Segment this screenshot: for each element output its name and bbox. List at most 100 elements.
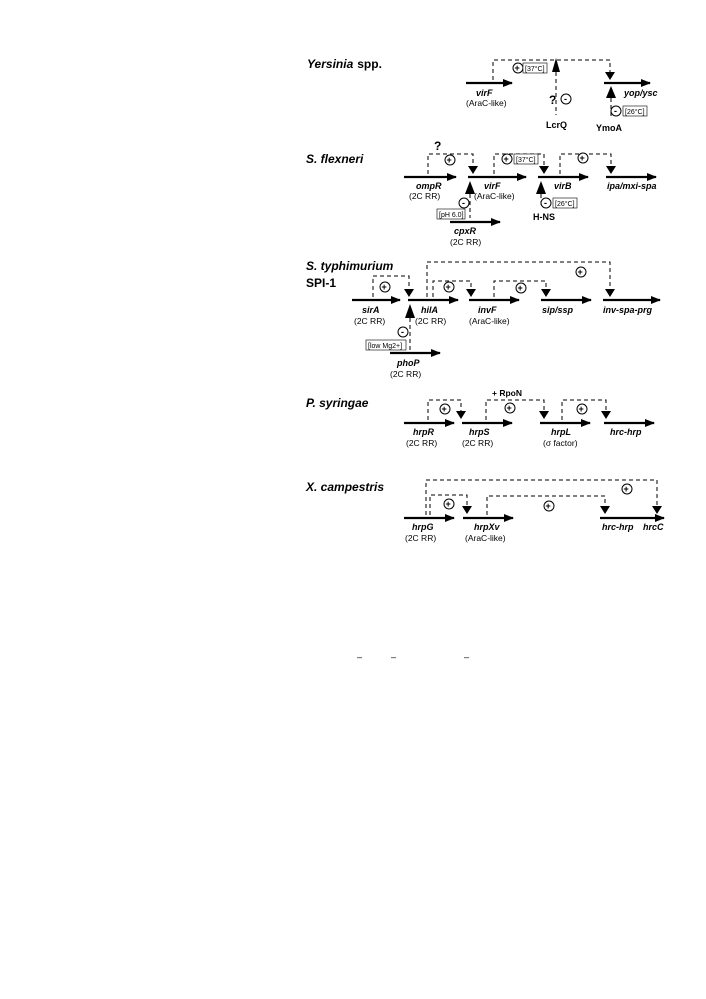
gene-hrpL: hrpL [551, 427, 571, 437]
repression-arrowhead [552, 58, 560, 72]
activation-arrowhead [541, 289, 551, 297]
minus-symbol: - [614, 106, 617, 116]
gene-hrpS: hrpS [469, 427, 490, 437]
gene-yop: yop/ysc [623, 88, 658, 98]
gene-hrpXv: hrpXv [474, 522, 501, 532]
plus-sign [443, 498, 455, 510]
activation-path [485, 399, 545, 420]
minus-sign [610, 105, 622, 117]
organism-title: P. syringae [306, 396, 369, 410]
stray-marks: – – – [357, 652, 469, 662]
activation-path [372, 275, 410, 297]
condition-box [365, 339, 407, 351]
plus-sign [543, 500, 555, 512]
plus-symbol: + [624, 484, 629, 494]
class-label: (2C RR) [354, 316, 385, 326]
plus-symbol: + [382, 282, 387, 292]
condition-26c: [26°C] [625, 108, 645, 116]
unknown-mark: ? [434, 139, 441, 153]
gene-virF: virF [476, 88, 493, 98]
shigella-panel: S. flexneri ? ompR (2C RR) virF (AraC-li… [306, 139, 657, 247]
activation-arrowhead [456, 411, 466, 419]
gene-virF: virF [484, 181, 501, 191]
activation-path [486, 495, 606, 515]
activation-path [493, 280, 547, 297]
gene-ompR: ompR [416, 181, 442, 191]
class-label: (2C RR) [450, 237, 481, 247]
stray-dash: – [464, 652, 469, 662]
plus-sign [501, 153, 513, 165]
plus-sign [443, 281, 455, 293]
condition-37c: [37°C] [525, 65, 545, 73]
gene-ipa: ipa/mxi-spa [607, 181, 657, 191]
class-label: (2C RR) [405, 533, 436, 543]
minus-sign [540, 197, 552, 209]
class-label: (AraC-like) [474, 191, 515, 201]
xanthomonas-panel: X. campestris hrpG (2C RR) hrpXv (AraC-l… [305, 479, 665, 543]
condition-37c: [37°C] [516, 156, 536, 164]
activation-arrowhead [405, 304, 415, 318]
gene-hrc-hrp: hrc-hrp [602, 522, 634, 532]
activation-path [429, 494, 468, 515]
activation-arrowhead [652, 506, 662, 514]
activation-arrowhead [605, 289, 615, 297]
plus-sign [444, 154, 456, 166]
class-label: (σ factor) [543, 438, 578, 448]
rpon-label: + RpoN [492, 388, 522, 398]
gene-cpxR: cpxR [454, 226, 477, 236]
minus-sign [397, 326, 409, 338]
activation-path [425, 479, 658, 515]
activation-arrowhead [462, 506, 472, 514]
gene-hrc-hrp: hrc-hrp [610, 427, 642, 437]
organism-title: S. typhimurium [306, 259, 394, 273]
minus-sign [458, 197, 470, 209]
condition-box [622, 105, 648, 117]
activation-path [427, 153, 474, 174]
activation-arrowhead [466, 289, 476, 297]
plus-symbol: + [578, 267, 583, 277]
gene-hrpR: hrpR [413, 427, 434, 437]
class-label: (AraC-like) [465, 533, 506, 543]
activation-arrowhead [539, 166, 549, 174]
plus-sign [575, 266, 587, 278]
plus-symbol: + [446, 282, 451, 292]
class-label: (2C RR) [462, 438, 493, 448]
activation-arrowhead [539, 411, 549, 419]
plus-symbol: + [515, 63, 520, 73]
gene-sip: sip/ssp [542, 305, 574, 315]
regulator-ymoa: YmoA [596, 123, 623, 133]
plus-symbol: + [546, 501, 551, 511]
class-label: (2C RR) [409, 191, 440, 201]
activation-path [427, 399, 462, 420]
class-label: (AraC-like) [466, 98, 507, 108]
gene-sirA: sirA [362, 305, 380, 315]
gene-hrcC: hrcC [643, 522, 664, 532]
plus-symbol: + [507, 403, 512, 413]
activation-arrowhead [468, 166, 478, 174]
regulator-lcrq: LcrQ [546, 120, 567, 130]
activation-arrowhead [404, 289, 414, 297]
organism-title: S. flexneri [306, 152, 364, 166]
class-label: (AraC-like) [469, 316, 510, 326]
condition-box [522, 62, 548, 74]
unknown-mark: ? [549, 93, 556, 107]
plus-sign [504, 402, 516, 414]
minus-symbol: - [462, 198, 465, 208]
activation-path [561, 399, 607, 420]
plus-sign [621, 483, 633, 495]
gene-hrpG: hrpG [412, 522, 434, 532]
stray-dash: – [357, 652, 362, 662]
salmonella-panel: S. typhimurium SPI-1 sirA (2C RR) hilA (… [306, 259, 661, 379]
plus-symbol: + [447, 155, 452, 165]
activation-path [492, 59, 611, 80]
repression-arrowhead [536, 181, 546, 194]
stray-dash: – [391, 652, 396, 662]
plus-symbol: + [442, 404, 447, 414]
gene-inv: inv-spa-prg [603, 305, 653, 315]
plus-symbol: + [446, 499, 451, 509]
plus-symbol: + [580, 153, 585, 163]
minus-sign [560, 93, 572, 105]
gene-invF: invF [478, 305, 497, 315]
